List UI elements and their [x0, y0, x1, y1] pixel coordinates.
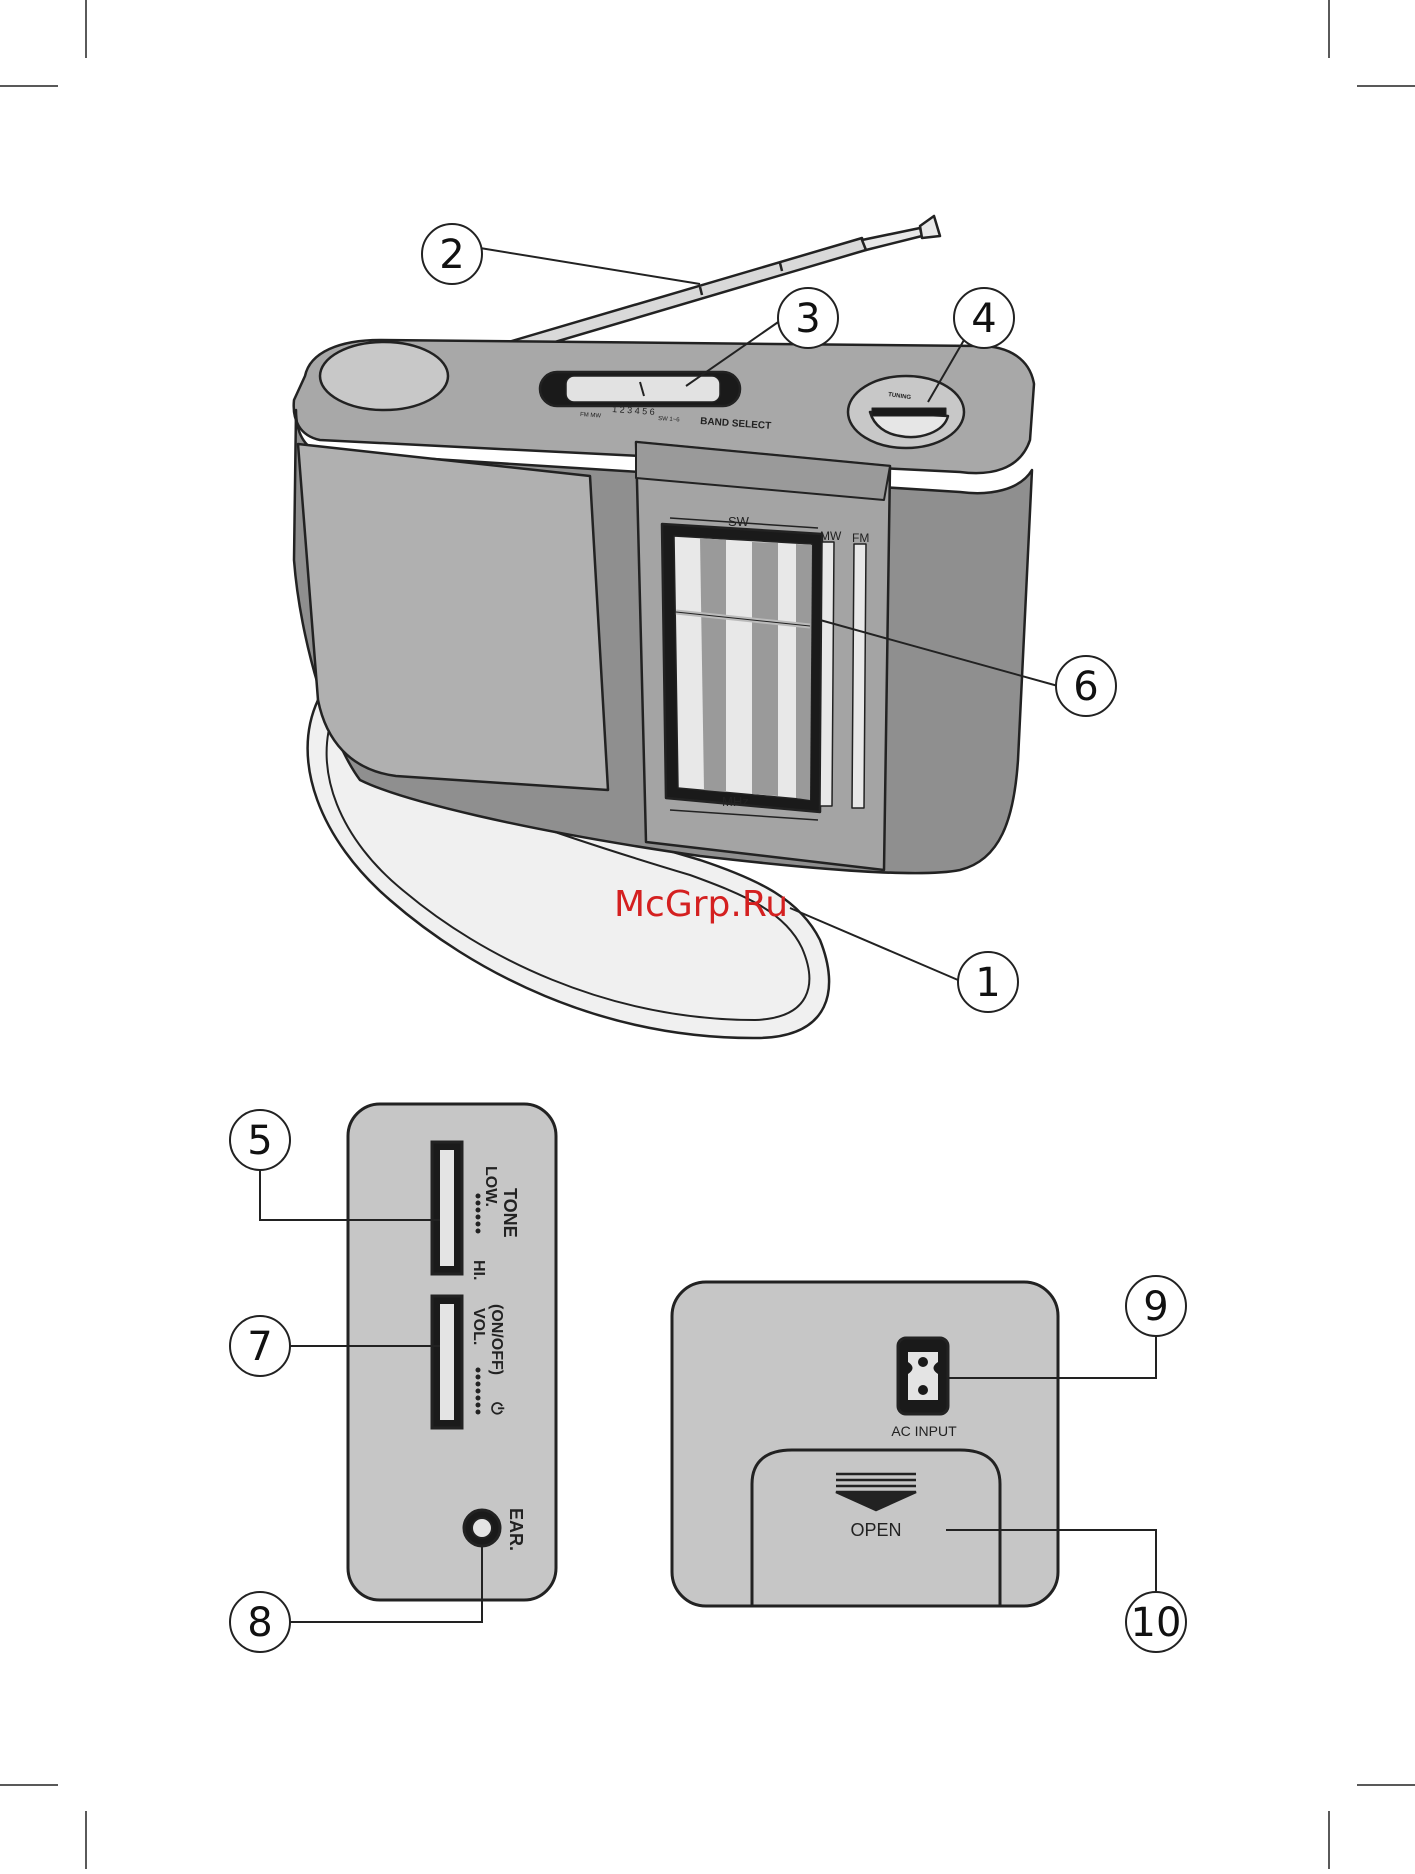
callout-1: 1	[958, 952, 1018, 1012]
ear-label: EAR.	[506, 1508, 526, 1551]
callout-number: 9	[1143, 1284, 1168, 1330]
ac-input-socket[interactable]	[898, 1338, 948, 1414]
callout-number: 4	[971, 296, 996, 342]
tone-low-label: LOW.	[482, 1166, 499, 1207]
back-panel	[672, 1282, 1058, 1606]
dial-unit-label: MHz	[722, 794, 749, 809]
callout-2: 2	[422, 224, 482, 284]
tuning-knob[interactable]	[848, 376, 964, 448]
callout-5: 5	[230, 1110, 290, 1170]
callout-number: 10	[1131, 1600, 1182, 1646]
tone-label: TONE	[500, 1188, 520, 1238]
speaker-top-cap	[320, 342, 448, 410]
callout-9: 9	[1126, 1276, 1186, 1336]
open-label: OPEN	[850, 1520, 901, 1540]
dial-sw-label: SW	[728, 514, 750, 529]
callout-number: 5	[247, 1118, 272, 1164]
callout-number: 3	[795, 296, 820, 342]
volume-slider[interactable]	[432, 1296, 462, 1428]
dial-mw-label: MW	[820, 529, 842, 543]
volume-label: VOL.	[470, 1308, 487, 1345]
tone-slider[interactable]	[432, 1142, 462, 1274]
callout-8: 8	[230, 1592, 290, 1652]
band-select-switch[interactable]	[540, 372, 740, 406]
callout-number: 8	[247, 1600, 272, 1646]
ac-input-label: AC INPUT	[891, 1423, 957, 1439]
watermark-text: McGrp.Ru	[614, 884, 788, 925]
callout-7: 7	[230, 1316, 290, 1376]
callout-number: 2	[439, 232, 464, 278]
dial-fm-label: FM	[852, 531, 869, 545]
tone-hi-label: HI.	[470, 1260, 487, 1280]
callout-6: 6	[1056, 656, 1116, 716]
callout-3: 3	[778, 288, 838, 348]
power-icon: ⏻	[488, 1402, 505, 1415]
callout-number: 7	[247, 1324, 272, 1370]
callout-number: 1	[975, 960, 1000, 1006]
callout-number: 6	[1073, 664, 1098, 710]
callout-4: 4	[954, 288, 1014, 348]
antenna	[482, 216, 940, 362]
callout-10: 10	[1126, 1592, 1186, 1652]
on-off-label: (ON/OFF)	[488, 1304, 505, 1375]
speaker-grille	[298, 444, 608, 790]
earphone-jack[interactable]	[464, 1510, 500, 1546]
